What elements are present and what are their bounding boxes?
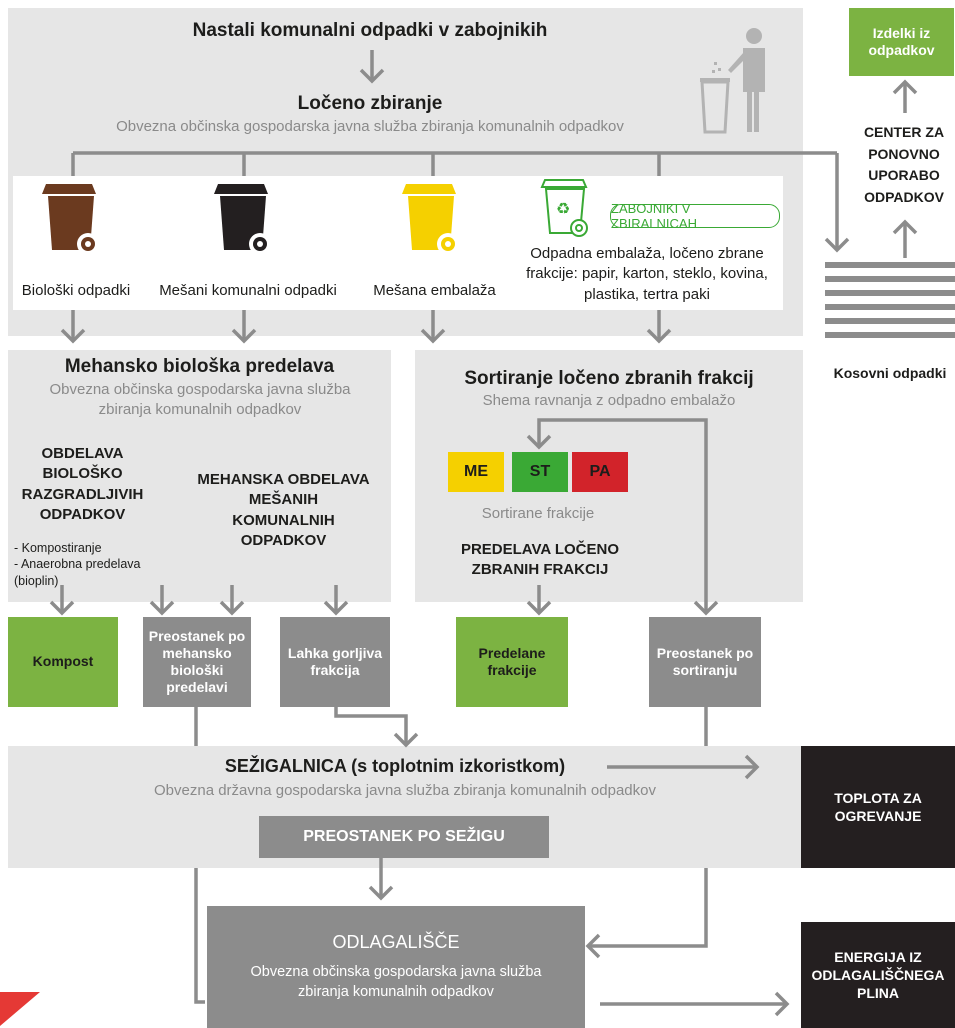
box-landfill-gas-energy: ENERGIJA IZ ODLAGALIŠČNEGA PLINA — [801, 922, 955, 1028]
incinerator-subtitle: Obvezna državna gospodarska javna služba… — [154, 782, 656, 799]
landfill-subtitle: Obvezna občinska gospodarska javna služb… — [250, 964, 542, 1001]
incinerator-title: SEŽIGALNICA (s toplotnim izkoristkom) — [224, 756, 566, 776]
bins-strip — [13, 176, 783, 310]
collection-title: Ločeno zbiranje — [297, 93, 443, 114]
bin-label-packaging: Mešana embalaža — [373, 282, 496, 299]
tag-pa: PA — [572, 452, 628, 492]
recycle-bin-icon: ♻ — [540, 179, 588, 237]
tag-st: ST — [512, 452, 568, 492]
bio-processing-items: - Kompostiranje - Anaerobna predelava (b… — [14, 540, 184, 589]
brown-bin-icon — [42, 184, 99, 255]
sorting-title: Sortiranje ločeno zbranih frakcij — [464, 368, 754, 389]
box-residue-sorting: Preostanek po sortiranju — [649, 617, 761, 707]
collection-subtitle: Obvezna občinska gospodarska javna služb… — [116, 118, 624, 135]
box-residue-mbt: Preostanek po mehansko biološki predelav… — [143, 617, 251, 707]
box-products-from-waste: Izdelki iz odpadkov — [849, 8, 954, 76]
svg-text:♻: ♻ — [556, 199, 570, 218]
bio-item-composting: - Kompostiranje — [14, 541, 102, 555]
bulky-waste-stack-icon — [825, 262, 955, 338]
box-processed-fractions: Predelane frakcije — [456, 617, 568, 707]
box-incineration-residue: PREOSTANEK PO SEŽIGU — [259, 816, 549, 858]
landfill-title: ODLAGALIŠČE — [332, 932, 460, 952]
bulky-waste-label: Kosovni odpadki — [833, 365, 947, 381]
mbt-panel — [8, 350, 391, 602]
landfill-box — [207, 906, 585, 1028]
corner-decoration — [0, 992, 40, 1026]
bio-item-biogas: (bioplin) — [14, 573, 59, 588]
bin-tag-collection-points: ZABOJNIKI V ZBIRALNICAH — [610, 201, 780, 231]
mechanical-processing-title: MEHANSKA OBDELAVA MEŠANIH KOMUNALNIH ODP… — [197, 471, 370, 549]
box-light-fraction: Lahka gorljiva frakcija — [280, 617, 390, 707]
fraction-processing-title: PREDELAVA LOČENO ZBRANIH FRAKCIJ — [460, 541, 620, 579]
bio-item-anaerobic: - Anaerobna predelava — [14, 557, 141, 572]
reuse-center-label: CENTER ZA PONOVNO UPORABO ODPADKOV — [863, 124, 945, 206]
bin-label-mixed: Mešani komunalni odpadki — [159, 282, 337, 299]
diagram-title: Nastali komunalni odpadki v zabojnikih — [192, 20, 548, 41]
bin-label-bio: Biološki odpadki — [21, 282, 131, 299]
box-compost: Kompost — [8, 617, 118, 707]
bin-label-separate-fractions: Odpadna embalaža, ločeno zbrane frakcije… — [526, 245, 768, 303]
black-bin-icon — [214, 184, 271, 255]
tag-me: ME — [448, 452, 504, 492]
sorting-subtitle: Shema ravnanja z odpadno embalažo — [482, 392, 736, 409]
sorted-fractions-label: Sortirane frakcije — [481, 505, 595, 522]
mbt-title: Mehansko biološka predelava — [64, 356, 335, 377]
bio-processing-title: OBDELAVA BIOLOŠKO RAZGRADLJIVIH ODPADKOV — [21, 445, 144, 523]
trash-person-icon — [700, 28, 765, 134]
yellow-bin-icon — [402, 184, 459, 255]
box-heating: TOPLOTA ZA OGREVANJE — [801, 746, 955, 868]
mbt-subtitle: Obvezna občinska gospodarska javna služb… — [49, 381, 351, 419]
